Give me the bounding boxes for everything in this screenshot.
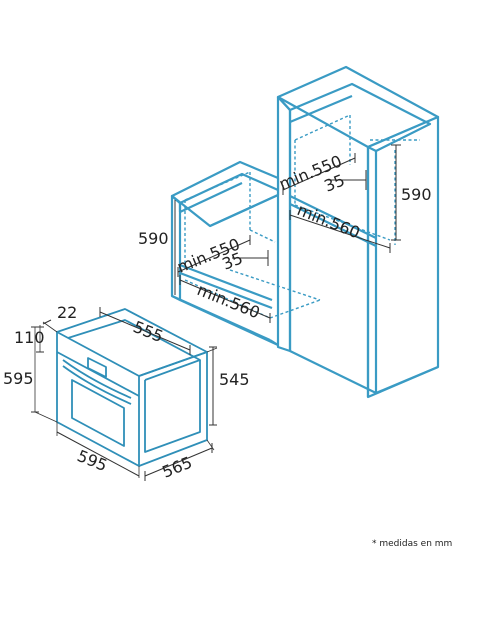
oven-panel-label: 110 xyxy=(14,328,45,347)
units-note: * medidas en mm xyxy=(372,539,452,549)
oven-dimensions xyxy=(31,307,218,481)
tall-min-depth-label: min.560 xyxy=(295,200,363,242)
oven-body-height-label: 545 xyxy=(219,370,250,389)
tall-cabinet-dimensions xyxy=(282,144,401,253)
oven-top-offset-label: 22 xyxy=(57,303,77,322)
low-cabinet-dimensions xyxy=(174,200,271,323)
low-cabinet xyxy=(170,160,280,346)
oven-height-label: 595 xyxy=(3,369,34,388)
low-height-label: 590 xyxy=(138,229,169,248)
oven-depth-top-label: 555 xyxy=(131,317,166,346)
oven xyxy=(56,308,208,467)
low-min-depth-label: min.560 xyxy=(195,280,263,322)
tall-height-label: 590 xyxy=(401,185,432,204)
tall-cabinet xyxy=(276,65,440,399)
tall-cabinet-opening xyxy=(294,114,420,245)
oven-width-label: 595 xyxy=(75,446,110,475)
